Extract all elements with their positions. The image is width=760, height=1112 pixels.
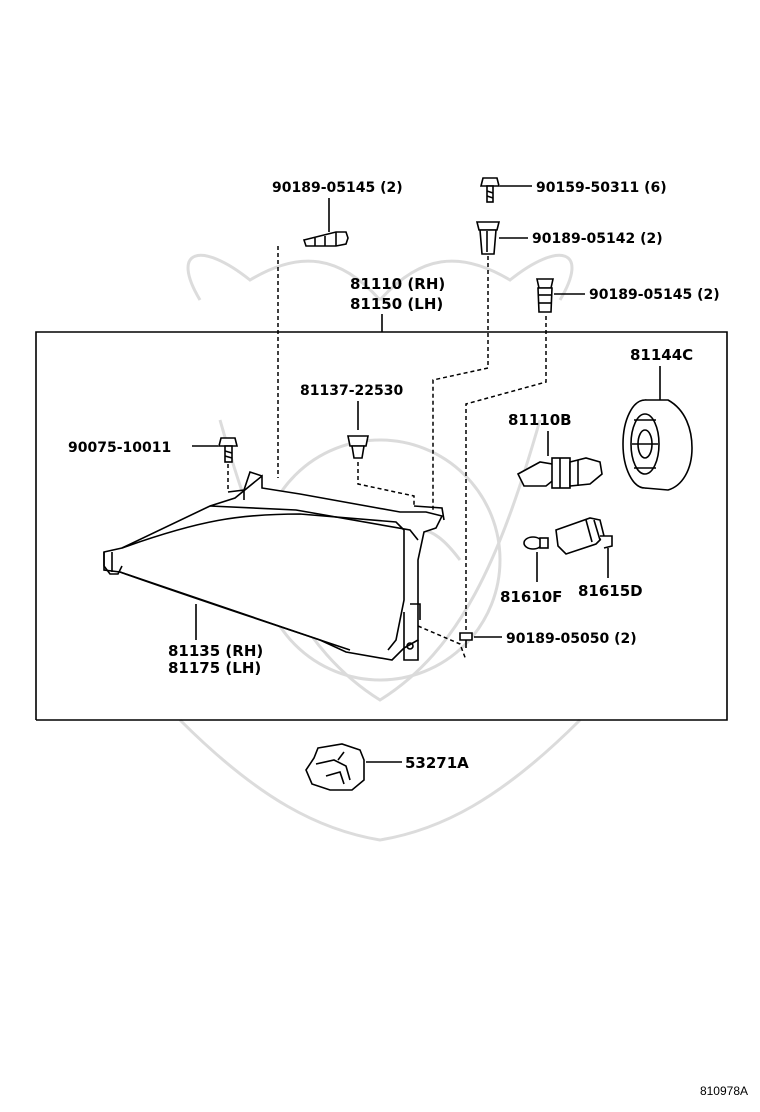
nut-icon (475, 221, 501, 255)
part-number-label: 90075-10011 (68, 440, 171, 456)
clip-icon (347, 435, 369, 459)
headlamp-housing (103, 470, 445, 661)
nut-icon (536, 278, 554, 313)
diagram-id: 810978A (700, 1084, 748, 1098)
lens-lh-label: 81175 (LH) (168, 659, 261, 677)
part-number-label: 90159-50311 (6) (536, 180, 667, 196)
lens-rh-label: 81135 (RH) (168, 642, 263, 660)
bracket-label: 53271A (405, 754, 469, 772)
bulb-label: 81110B (508, 411, 572, 429)
dashed-guide-line (417, 625, 467, 661)
screw-icon (479, 177, 501, 203)
socket-label: 81615D (578, 582, 643, 600)
dashed-guide-line (465, 316, 547, 636)
part-number-label: 90189-05050 (2) (506, 631, 637, 647)
dashed-guide-line (432, 256, 489, 510)
small-bulb-icon (523, 536, 549, 550)
assembly-lh-label: 81150 (LH) (350, 295, 443, 313)
part-number-label: 90189-05142 (2) (532, 231, 663, 247)
socket-icon (555, 517, 613, 555)
part-number-label: 81137-22530 (300, 383, 403, 399)
assembly-frame (35, 331, 728, 721)
part-number-label: 90189-05145 (2) (272, 180, 403, 196)
small-bulb-label: 81610F (500, 588, 562, 606)
assembly-rh-label: 81110 (RH) (350, 275, 445, 293)
bracket-icon (305, 743, 365, 791)
headlamp-bulb-icon (516, 457, 603, 489)
part-number-label: 90189-05145 (2) (589, 287, 720, 303)
bulb-cover-icon (622, 399, 693, 491)
screw-icon (459, 632, 473, 648)
bolt-icon (217, 437, 239, 463)
dashed-guide-line (357, 462, 415, 506)
cover-label: 81144C (630, 346, 693, 364)
nut-icon (302, 231, 349, 247)
